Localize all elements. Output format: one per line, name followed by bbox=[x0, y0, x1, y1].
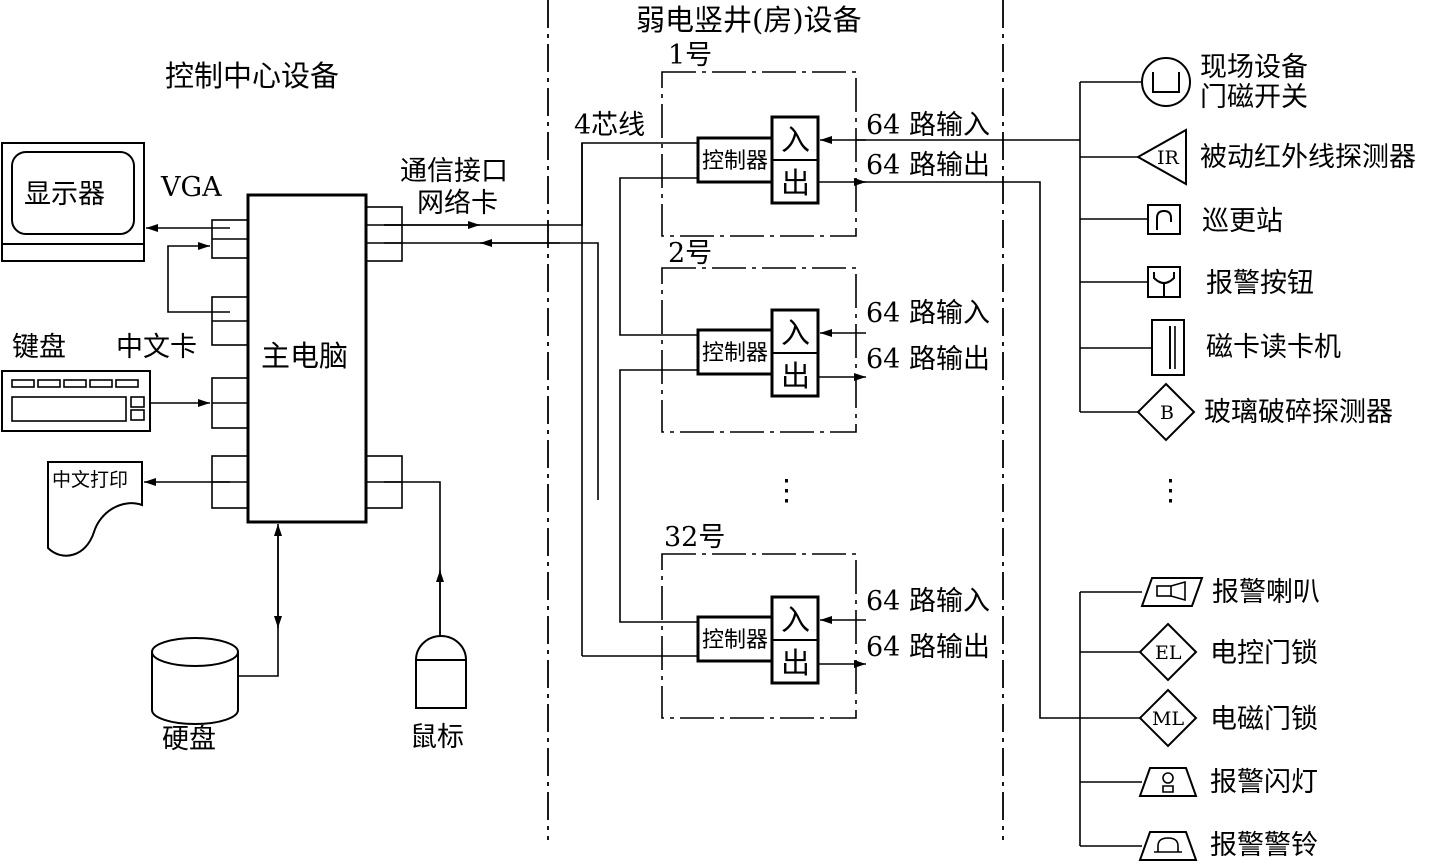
unit-1-out: 出 bbox=[781, 166, 810, 200]
input-device-5-label: 磁卡读卡机 bbox=[1206, 332, 1341, 363]
hard-disk-label: 硬盘 bbox=[162, 724, 216, 755]
output-device-4-label: 报警闪灯 bbox=[1210, 767, 1318, 798]
unit-2-in: 入 bbox=[781, 316, 810, 350]
patrol-station-icon bbox=[1147, 204, 1181, 235]
glass-break-symbol: B bbox=[1160, 402, 1174, 424]
main-computer bbox=[246, 193, 368, 524]
output-device-3-label: 电磁门锁 bbox=[1210, 704, 1318, 735]
input-device-4-label: 报警按钮 bbox=[1206, 268, 1314, 299]
unit-32-output-label: 64 路输出 bbox=[866, 632, 990, 663]
input-device-1-label-2: 门磁开关 bbox=[1200, 82, 1308, 113]
section-title-shaft: 弱电竖井(房)设备 bbox=[636, 3, 862, 37]
input-device-1-label-1: 现场设备 bbox=[1200, 52, 1308, 83]
keyboard-label: 键盘 bbox=[12, 332, 66, 363]
unit-2-label: 2号 bbox=[668, 238, 712, 269]
hard-disk-link bbox=[238, 535, 279, 677]
unit-32-out: 出 bbox=[781, 646, 810, 680]
chinese-card-label: 中文卡 bbox=[116, 332, 197, 363]
section-title-control-center: 控制中心设备 bbox=[165, 59, 339, 93]
unit-32-label: 32号 bbox=[664, 522, 725, 553]
unit-32-in: 入 bbox=[781, 603, 810, 637]
input-device-6-label: 玻璃破碎探测器 bbox=[1204, 397, 1393, 428]
unit-1-output-label: 64 路输出 bbox=[866, 150, 990, 181]
controller-unit-2: 2号 控制器 入 出 bbox=[661, 238, 857, 433]
network-card-label: 网络卡 bbox=[417, 188, 498, 219]
input-device-3-label: 巡更站 bbox=[1202, 206, 1283, 237]
right-ports bbox=[365, 206, 403, 509]
comm-interface-label: 通信接口 bbox=[400, 156, 508, 187]
passive-infrared-detector-icon: IR bbox=[1135, 128, 1187, 186]
output-device-1-label: 报警喇叭 bbox=[1212, 577, 1320, 608]
unit-32-input-label: 64 路输入 bbox=[866, 586, 990, 617]
door-magnet-switch-icon bbox=[1141, 57, 1191, 107]
mouse-label: 鼠标 bbox=[410, 722, 464, 753]
mouse bbox=[415, 635, 467, 709]
wire-label: 4芯线 bbox=[574, 110, 645, 141]
unit-1-input-label: 64 路输入 bbox=[866, 110, 990, 141]
pir-symbol: IR bbox=[1157, 147, 1180, 169]
unit-2-controller-label: 控制器 bbox=[702, 341, 768, 366]
alarm-button-icon bbox=[1147, 266, 1181, 298]
alarm-horn-icon bbox=[1140, 577, 1204, 607]
controller-unit-1: 1号 控制器 入 出 bbox=[661, 40, 857, 237]
alarm-flash-light-icon bbox=[1138, 767, 1198, 797]
vga-label: VGA bbox=[160, 172, 222, 203]
glass-break-detector-icon: B bbox=[1136, 382, 1196, 442]
unit-2-output-label: 64 路输出 bbox=[866, 344, 990, 375]
alarm-bell-icon bbox=[1138, 831, 1198, 861]
devices-ellipsis: ⋮ bbox=[1156, 473, 1185, 507]
units-ellipsis: ⋮ bbox=[772, 473, 801, 507]
output-device-5-label: 报警警铃 bbox=[1210, 830, 1318, 861]
hard-disk bbox=[151, 637, 239, 725]
input-device-2-label: 被动红外线探测器 bbox=[1200, 142, 1416, 173]
printer-label: 中文打印 bbox=[52, 469, 128, 491]
output-device-2-label: 电控门锁 bbox=[1210, 638, 1318, 669]
controller-unit-32: 32号 控制器 入 出 bbox=[661, 522, 857, 719]
unit-1-in: 入 bbox=[781, 123, 810, 157]
keyboard bbox=[1, 370, 151, 432]
bus-line-incoming bbox=[384, 242, 599, 478]
unit-1-label: 1号 bbox=[668, 40, 712, 71]
unit-1-controller-label: 控制器 bbox=[702, 149, 768, 174]
printer: 中文打印 bbox=[47, 461, 143, 557]
chinese-card-link bbox=[167, 242, 230, 313]
electric-lock-icon: EL bbox=[1138, 622, 1198, 682]
main-computer-label: 主电脑 bbox=[261, 339, 348, 373]
unit-32-controller-label: 控制器 bbox=[702, 628, 768, 653]
magnetic-lock-icon: ML bbox=[1138, 688, 1198, 748]
unit-2-input-label: 64 路输入 bbox=[866, 298, 990, 329]
magnetic-lock-symbol: ML bbox=[1152, 708, 1184, 730]
left-ports bbox=[211, 219, 249, 509]
electric-lock-symbol: EL bbox=[1155, 642, 1182, 664]
mouse-link bbox=[384, 481, 441, 636]
monitor: 显示器 bbox=[1, 142, 145, 262]
card-reader-icon bbox=[1151, 319, 1185, 376]
monitor-label: 显示器 bbox=[24, 179, 105, 210]
unit-2-out: 出 bbox=[781, 359, 810, 393]
